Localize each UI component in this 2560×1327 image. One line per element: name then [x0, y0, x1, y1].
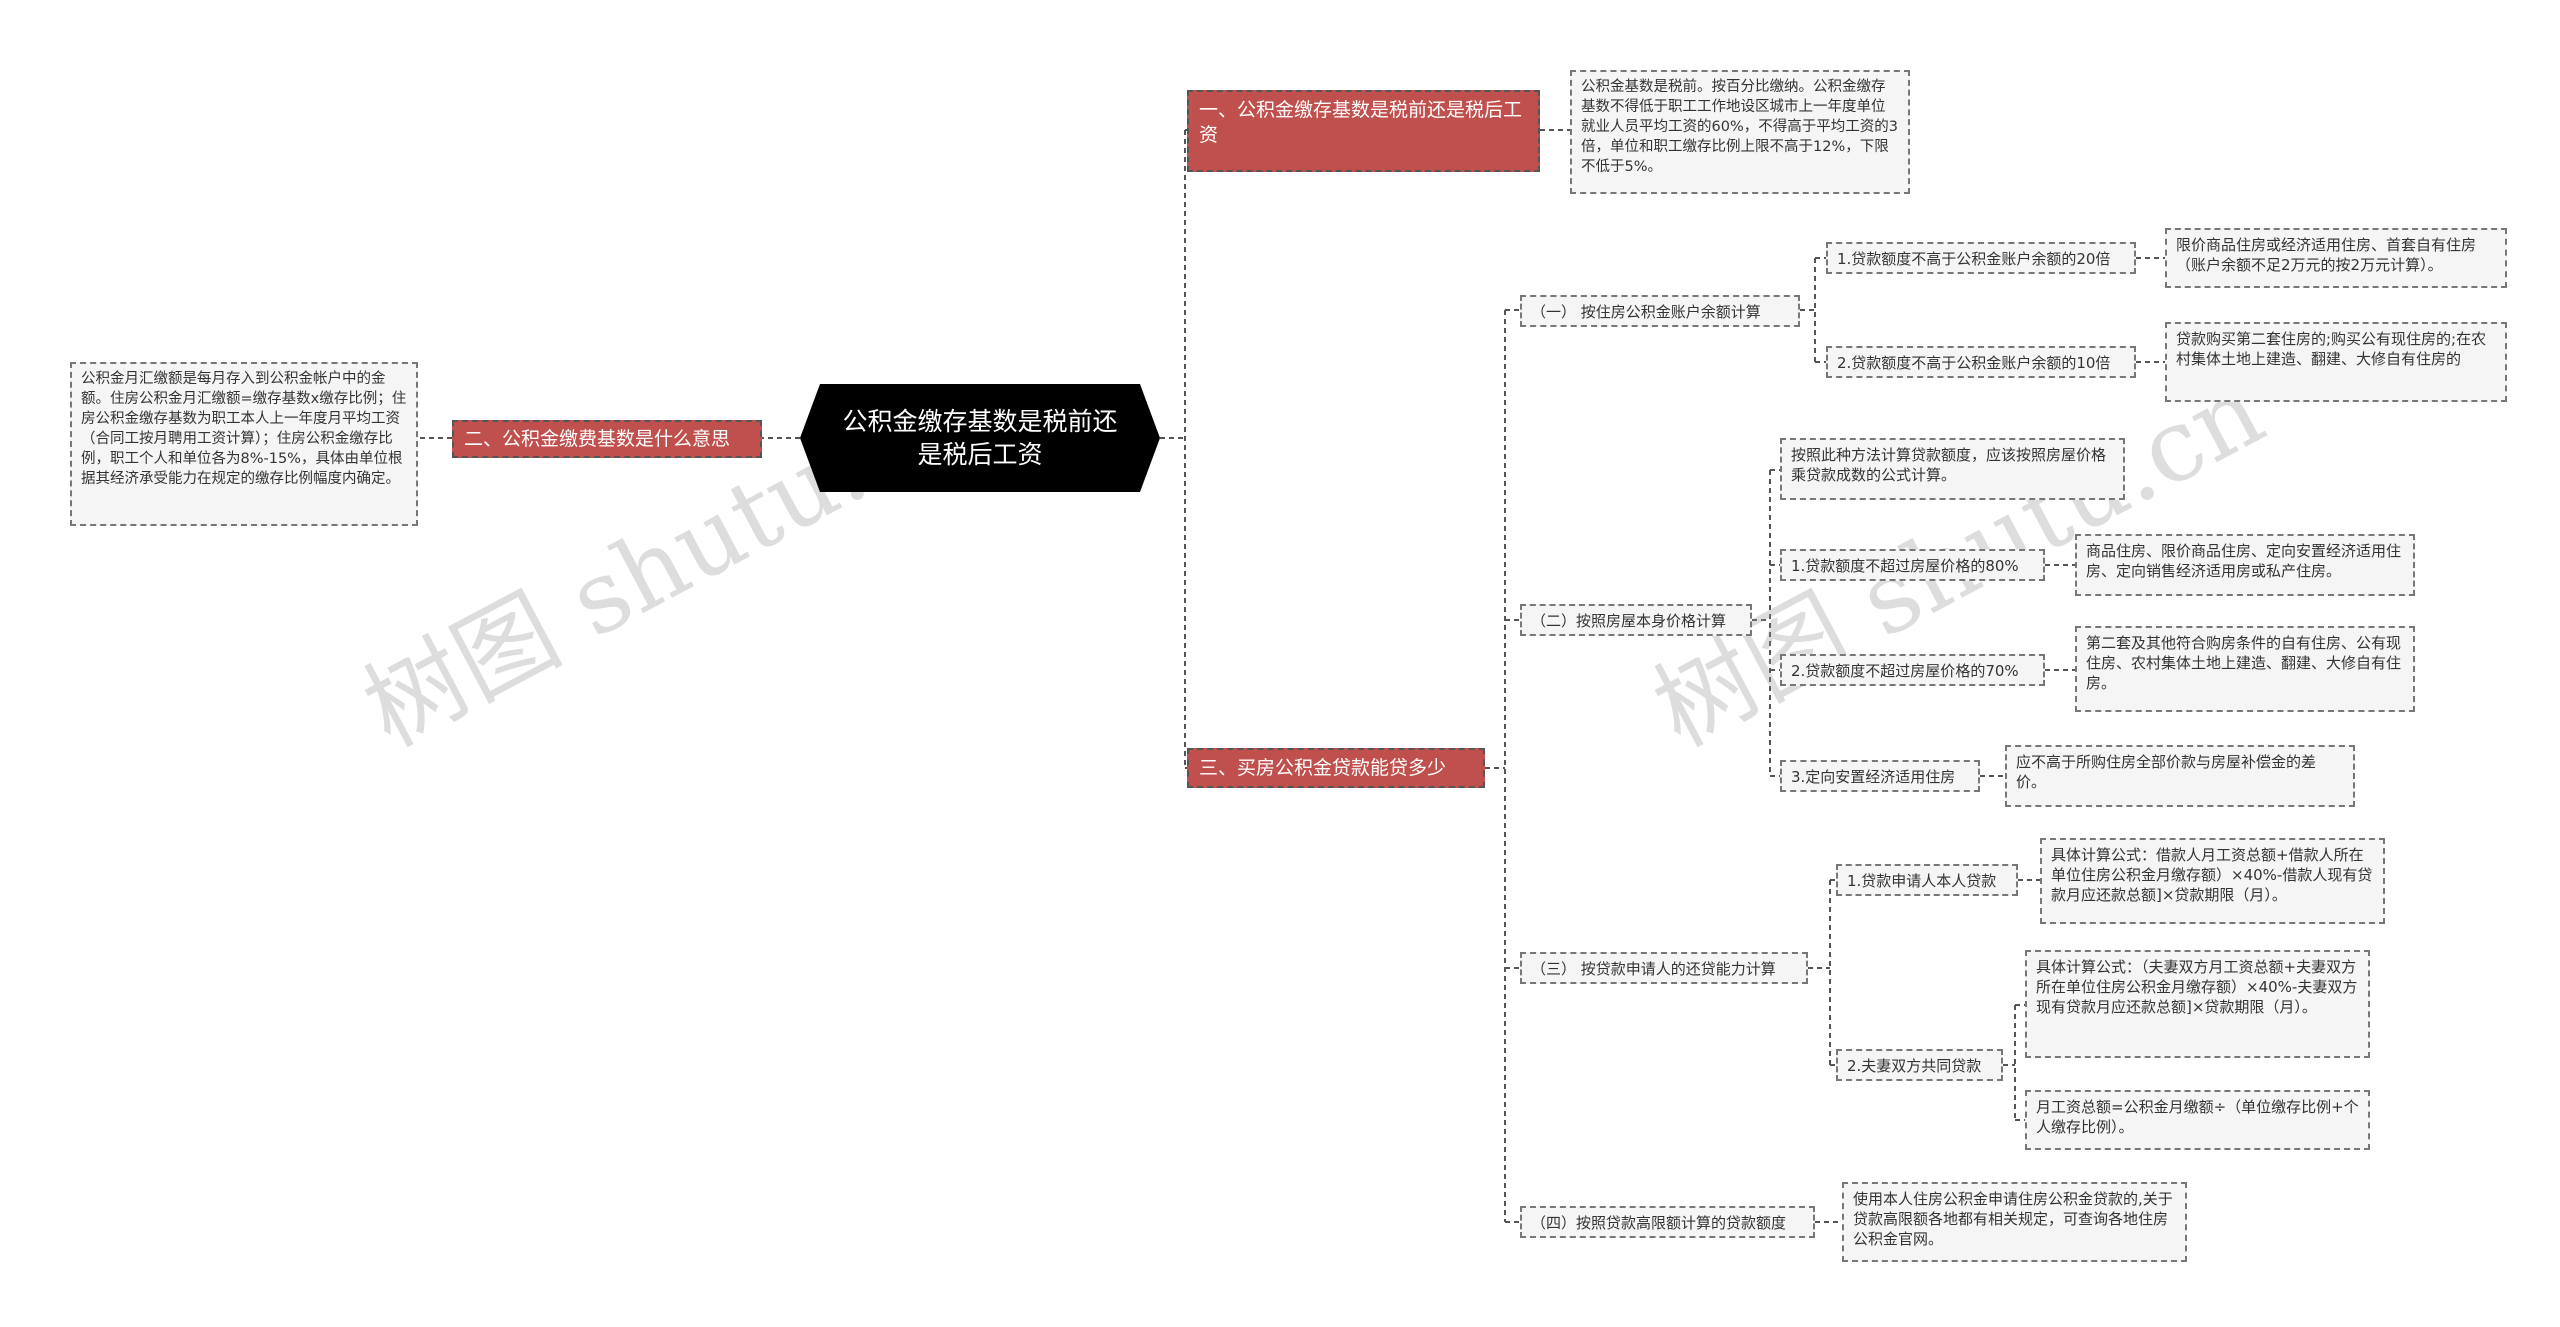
sub-1-item-1-note: 限价商品住房或经济适用住房、首套自有住房（账户余额不足2万元的按2万元计算）。	[2165, 228, 2507, 288]
sub-3-item-1-note: 具体计算公式：借款人月工资总额+借款人所在单位住房公积金月缴存额）×40%-借款…	[2040, 838, 2385, 924]
sub-2-item-2[interactable]: 2.贷款额度不超过房屋价格的70%	[1780, 654, 2045, 686]
sub-2-item-2-note: 第二套及其他符合购房条件的自有住房、公有现住房、农村集体土地上建造、翻建、大修自…	[2075, 626, 2415, 712]
sub-4-note: 使用本人住房公积金申请住房公积金贷款的,关于贷款高限额各地都有相关规定，可查询各…	[1842, 1182, 2187, 1262]
sub-1-item-2-note: 贷款购买第二套住房的;购买公有现住房的;在农村集体土地上建造、翻建、大修自有住房…	[2165, 322, 2507, 402]
sub-4-topic[interactable]: （四）按照贷款高限额计算的贷款额度	[1520, 1206, 1815, 1238]
branch-1-topic[interactable]: 一、公积金缴存基数是税前还是税后工资	[1187, 90, 1540, 172]
sub-2-item-3-note: 应不高于所购住房全部价款与房屋补偿金的差价。	[2005, 745, 2355, 807]
sub-3-item-1[interactable]: 1.贷款申请人本人贷款	[1836, 864, 2018, 896]
branch-2-topic[interactable]: 二、公积金缴费基数是什么意思	[452, 420, 762, 458]
sub-2-item-1[interactable]: 1.贷款额度不超过房屋价格的80%	[1780, 549, 2045, 581]
branch-1-detail: 公积金基数是税前。按百分比缴纳。公积金缴存基数不得低于职工工作地设区城市上一年度…	[1570, 70, 1910, 194]
sub-1-item-2[interactable]: 2.贷款额度不高于公积金账户余额的10倍	[1826, 346, 2136, 378]
branch-3-topic[interactable]: 三、买房公积金贷款能贷多少	[1187, 748, 1485, 788]
sub-2-intro: 按照此种方法计算贷款额度，应该按照房屋价格乘贷款成数的公式计算。	[1780, 438, 2125, 500]
sub-2-item-1-note: 商品住房、限价商品住房、定向安置经济适用住房、定向销售经济适用房或私产住房。	[2075, 534, 2415, 596]
sub-3-topic[interactable]: （三） 按贷款申请人的还贷能力计算	[1520, 952, 1808, 984]
sub-2-topic[interactable]: （二）按照房屋本身价格计算	[1520, 604, 1752, 636]
root-topic[interactable]: 公积金缴存基数是税前还是税后工资	[800, 384, 1160, 492]
sub-3-item-2[interactable]: 2.夫妻双方共同贷款	[1836, 1049, 2003, 1081]
sub-3-item-2-note-2: 月工资总额=公积金月缴额÷（单位缴存比例+个人缴存比例）。	[2025, 1090, 2370, 1150]
sub-3-item-2-note-1: 具体计算公式：（夫妻双方月工资总额+夫妻双方所在单位住房公积金月缴存额）×40%…	[2025, 950, 2370, 1058]
sub-1-topic[interactable]: （一） 按住房公积金账户余额计算	[1520, 295, 1800, 327]
sub-2-item-3[interactable]: 3.定向安置经济适用住房	[1780, 760, 1980, 792]
sub-1-item-1[interactable]: 1.贷款额度不高于公积金账户余额的20倍	[1826, 242, 2136, 274]
branch-2-detail: 公积金月汇缴额是每月存入到公积金帐户中的金额。住房公积金月汇缴额=缴存基数x缴存…	[70, 362, 418, 526]
